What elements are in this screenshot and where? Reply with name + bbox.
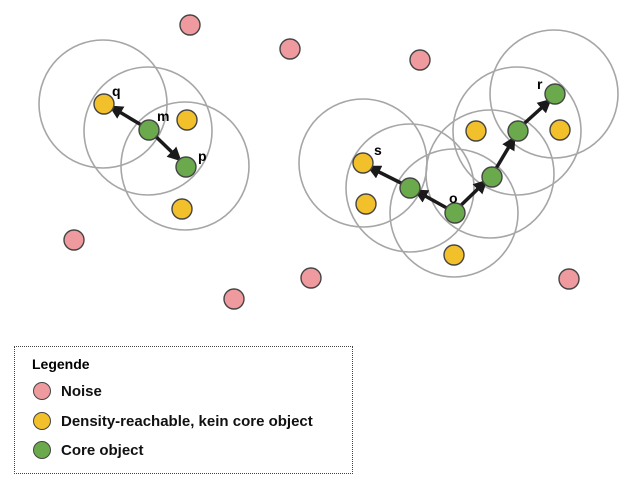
border-points [93, 93, 571, 266]
core-points [138, 83, 566, 224]
border-point [549, 119, 571, 141]
core-point-o [444, 202, 466, 224]
label-q: q [112, 83, 121, 99]
core-point [481, 166, 503, 188]
border-point [171, 198, 193, 220]
border-point [465, 120, 487, 142]
point-labels: q m p s o r [112, 76, 543, 206]
noise-point [179, 14, 201, 36]
noise-swatch-icon [33, 382, 51, 400]
legend-label-core-object: Core object [61, 441, 144, 459]
neighborhood-circle-p [120, 101, 250, 231]
legend-item-core-object: Core object [33, 439, 144, 461]
neighborhood-circle-core-2 [425, 109, 555, 239]
noise-point [63, 229, 85, 251]
neighborhood-circle-r [489, 29, 619, 159]
noise-point [279, 38, 301, 60]
legend-title: Legende [32, 356, 90, 372]
label-p: p [198, 148, 207, 164]
border-point-swatch-icon [33, 412, 51, 430]
core-point-r [544, 83, 566, 105]
neighborhood-circle-core-3 [452, 66, 582, 196]
border-point [176, 109, 198, 131]
noise-point [223, 288, 245, 310]
legend-box: Legende Noise Density-reachable, kein co… [14, 346, 353, 474]
core-point [399, 177, 421, 199]
border-point-s [352, 152, 374, 174]
neighborhood-circle-o [389, 148, 519, 278]
neighborhood-circle-m [83, 66, 213, 196]
noise-point [409, 49, 431, 71]
label-o: o [449, 190, 458, 206]
noise-points [63, 14, 580, 310]
legend-label-density-reachable: Density-reachable, kein core object [61, 412, 313, 430]
label-r: r [537, 76, 543, 92]
legend-item-noise: Noise [33, 380, 102, 402]
neighborhood-circles [38, 29, 619, 278]
border-point [443, 244, 465, 266]
border-point [355, 193, 377, 215]
core-point-m [138, 119, 160, 141]
core-point-p [175, 156, 197, 178]
legend-label-noise: Noise [61, 382, 102, 400]
core-swatch-icon [33, 441, 51, 459]
noise-point [558, 268, 580, 290]
core-point [507, 120, 529, 142]
border-point-q [93, 93, 115, 115]
label-s: s [374, 142, 382, 158]
label-m: m [157, 108, 169, 124]
noise-point [300, 267, 322, 289]
legend-item-density-reachable: Density-reachable, kein core object [33, 410, 313, 432]
